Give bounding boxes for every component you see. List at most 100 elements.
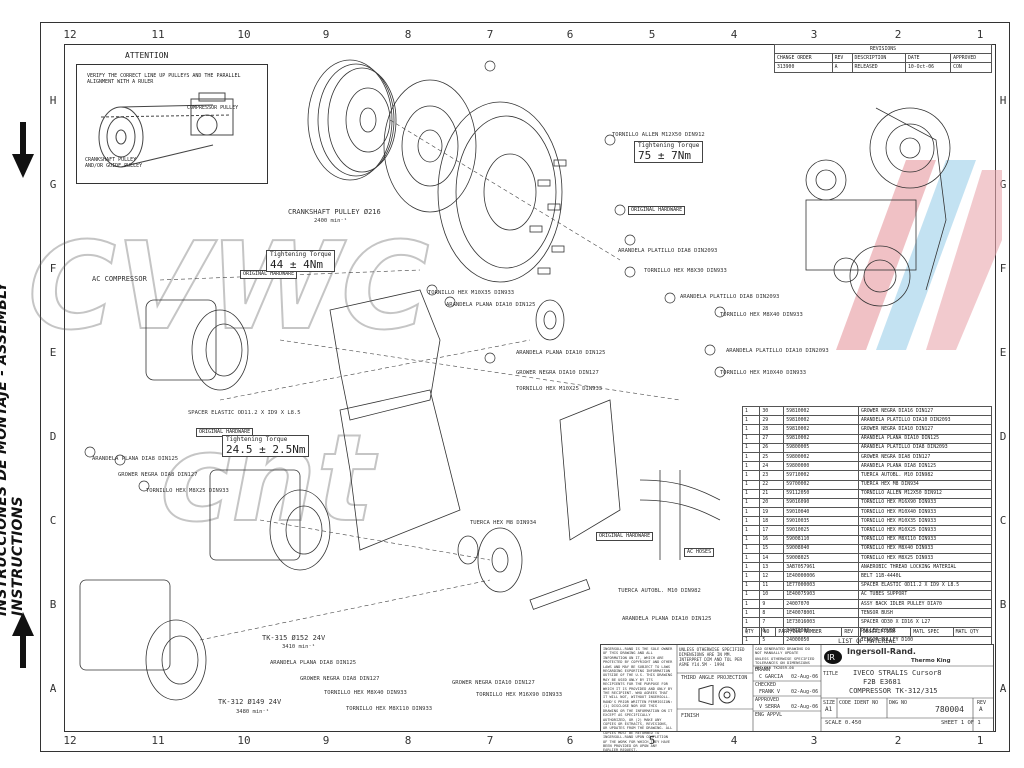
callout-hex-m8x40-2: TORNILLO HEX M8X40 DIN933	[324, 690, 407, 696]
zone-letter: B	[999, 598, 1007, 611]
bom-cell: 59810002	[783, 424, 859, 435]
bom-cell: 1	[741, 433, 761, 444]
attention-note: VERIFY THE CORRECT LINE UP PULLEYS AND T…	[87, 73, 241, 85]
zone-letter: C	[999, 514, 1007, 527]
side-assembly-instructions: INSTRUCCIONES DE MONTAJE - ASSEMBLY INST…	[0, 281, 26, 616]
zone-number: 8	[404, 28, 412, 41]
pulley-alignment-sketch	[98, 92, 234, 168]
bom-cell: 24007070	[783, 598, 859, 610]
scale-value: SCALE 0.450	[825, 720, 862, 726]
bom-cell: 1	[741, 571, 761, 582]
bom-cell: 29	[759, 415, 785, 426]
callout-tuerca-m8: TUERCA HEX M8 DIN934	[470, 520, 537, 526]
zone-number: 8	[404, 734, 412, 747]
zone-number: 11	[151, 734, 165, 747]
zone-number: 10	[237, 734, 251, 747]
bom-cell: 1	[741, 617, 761, 628]
callout-grower-8b: GROWER NEGRA DIA8 DIN127	[300, 676, 380, 682]
bom-cell: GROWER NEGRA DIA16 DIN127	[858, 405, 992, 417]
tk315-rpm: 3410 min⁻¹	[282, 644, 316, 650]
bom-cell: GROWER NEGRA DIA8 DIN127	[858, 451, 992, 463]
size-value: A1	[825, 706, 833, 713]
rev-header: CHANGE ORDER	[774, 53, 833, 64]
crankshaft-pulley-label: CRANKSHAFT PULLEY Ø216	[288, 208, 381, 216]
callout-original-hardware-4: ORIGINAL HARDWARE	[596, 532, 654, 541]
zone-letter: C	[49, 514, 57, 527]
zone-number: 1	[976, 734, 984, 747]
callout-hex-m10x40: TORNILLO HEX M10X40 DIN933	[720, 370, 807, 376]
bom-cell: 59700002	[783, 479, 859, 490]
rev-header: DESCRIPTION	[851, 53, 907, 64]
bom-cell: 27	[759, 433, 785, 444]
bom-header: PART/DWG NUMBER	[775, 626, 843, 638]
dims-note: UNLESS OTHERWISE SPECIFIED DIMENSIONS AR…	[679, 647, 745, 667]
tk315-label: TK-315 Ø152 24V	[262, 634, 326, 642]
bom-cell: 30	[759, 405, 785, 417]
torque-box-1: Tightening Torque 75 ± 7Nm	[634, 141, 704, 163]
item-balloons	[84, 60, 726, 492]
bom-header: QTY	[742, 626, 762, 638]
bom-cell: TUERCA HEX M8 DIN934	[858, 479, 992, 490]
zone-number: 9	[322, 734, 330, 747]
torque-box-3: Tightening Torque 24.5 ± 2.5Nm	[222, 435, 310, 457]
zone-number: 3	[810, 28, 818, 41]
rev-cell: RELEASED	[851, 62, 907, 73]
callout-original-hardware-1: ORIGINAL HARDWARE	[628, 206, 686, 215]
bom-cell: 10	[759, 589, 785, 600]
compressor-bracket	[329, 289, 441, 421]
bom-cell: 1	[741, 589, 761, 600]
attention-crankshaft-pulley: CRANKSHAFT PULLEY AND/OR GUIDE PULLEY	[85, 157, 143, 169]
callout-grower-10b: GROWER NEGRA DIA10 DIN127	[452, 680, 535, 686]
bom-cell: TENSOR BUSH	[858, 608, 992, 619]
callout-arandela-plana-10b: ARANDELA PLANA DIA10 DIN125	[516, 350, 606, 356]
callout-arandela-platillo-3: ARANDELA PLATILLO DIA10 DIN2093	[726, 348, 829, 354]
bom-cell: GROWER NEGRA DIA10 DIN127	[858, 424, 992, 435]
third-angle-projection-icon	[698, 685, 736, 705]
bom-cell: TORNILLO HEX M8X40 DIN933	[858, 543, 992, 555]
sheet-value: SHEET 1 OF 1	[941, 720, 981, 726]
rev-cell: CON	[950, 62, 992, 73]
bom-cell: 24	[759, 461, 785, 472]
arrow-up-icon	[12, 612, 34, 668]
drawing-frame	[64, 44, 996, 732]
zone-number: 11	[151, 28, 165, 41]
zone-number: 1	[976, 28, 984, 41]
zone-letter: F	[49, 262, 57, 275]
zone-number: 9	[322, 28, 330, 41]
ac-compressor-label: AC COMPRESSOR	[92, 275, 147, 283]
bom-cell: 13	[759, 562, 785, 573]
arrow-down-icon	[12, 122, 34, 178]
bom-cell: 59010035	[783, 516, 859, 527]
bom-header: NO	[760, 626, 777, 638]
bom-cell: 8	[759, 608, 785, 619]
bom-cell: 7	[759, 617, 785, 628]
bom-cell: 1	[741, 442, 761, 453]
callout-grower-8: GROWER NEGRA DIA8 DIN127	[118, 472, 198, 478]
callout-hex-m10x35: TORNILLO HEX M10X35 DIN933	[428, 290, 515, 296]
bom-cell: 1	[741, 405, 761, 417]
title-block: INGERSOLL-RAND IS THE SOLE OWNER OF THIS…	[600, 644, 994, 752]
zone-number: 3	[810, 734, 818, 747]
bom-cell: 59810002	[783, 433, 859, 444]
bom-cell: AC TUBES SUPPORT	[858, 589, 992, 600]
zone-number: 5	[648, 28, 656, 41]
zone-number: 7	[486, 734, 494, 747]
rev-header: REV	[831, 53, 853, 64]
bom-cell: 1	[741, 451, 761, 463]
code-ident-label: CODE IDENT NO	[839, 700, 879, 706]
bom-cell: 1	[741, 598, 761, 610]
bom-cell: 1	[741, 608, 761, 619]
bom-cell: BELT 11B-4440L	[858, 571, 992, 582]
bom-cell: 18	[759, 516, 785, 527]
eng-appvl-label: ENG APPVL	[755, 712, 783, 718]
zone-letter: H	[49, 94, 57, 107]
ac-compressor-body	[145, 299, 217, 381]
dwg-no-label: DWG NO	[889, 700, 908, 706]
